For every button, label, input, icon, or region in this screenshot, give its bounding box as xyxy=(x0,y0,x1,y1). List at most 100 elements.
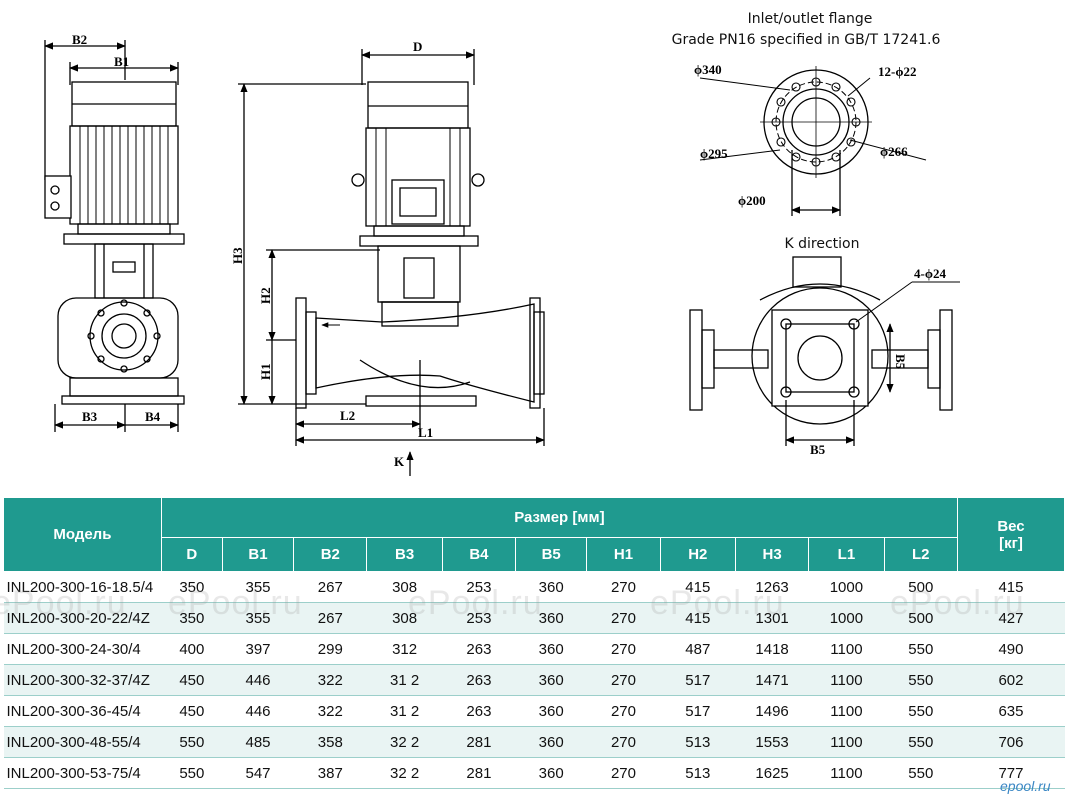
size-cell: 360 xyxy=(515,726,587,758)
size-cell: 253 xyxy=(442,602,516,634)
size-cell: 299 xyxy=(293,633,367,665)
size-cell: 308 xyxy=(366,571,443,603)
size-cell: 550 xyxy=(884,664,958,696)
size-cell: 1000 xyxy=(808,571,885,603)
size-cell: 360 xyxy=(515,633,587,665)
column-header: L2 xyxy=(883,537,958,572)
pump-technical-drawings: B2 B1 B3 B4 D H3 H2 H1 L2 L1 K Inlet/out… xyxy=(44,11,960,476)
dim-b5-label: B5 xyxy=(810,442,826,457)
size-cell: 1000 xyxy=(808,602,885,634)
weight-cell: 427 xyxy=(957,602,1065,634)
size-cell: 487 xyxy=(660,633,736,665)
size-cell: 32 2 xyxy=(366,757,443,789)
k-direction-view xyxy=(689,256,960,446)
column-header: B4 xyxy=(441,537,517,572)
size-cell: 360 xyxy=(515,664,587,696)
column-header: H3 xyxy=(734,537,810,572)
size-cell: 270 xyxy=(586,633,661,665)
size-cell: 550 xyxy=(884,633,958,665)
base-holes-label: 4-ϕ24 xyxy=(914,266,946,281)
size-cell: 358 xyxy=(293,726,367,758)
dim-b4-label: B4 xyxy=(145,409,161,424)
size-cell: 308 xyxy=(366,602,443,634)
pump-side-view xyxy=(44,40,185,432)
model-cell: INL200-300-48-55/4 xyxy=(3,726,162,758)
size-cell: 281 xyxy=(442,757,516,789)
size-cell: 360 xyxy=(515,695,587,727)
size-cell: 267 xyxy=(293,602,367,634)
size-cell: 355 xyxy=(222,571,294,603)
size-cell: 550 xyxy=(884,757,958,789)
size-cell: 1100 xyxy=(808,664,885,696)
size-cell: 360 xyxy=(515,757,587,789)
size-cell: 517 xyxy=(660,664,736,696)
size-cell: 350 xyxy=(161,602,223,634)
dim-b3-label: B3 xyxy=(82,409,98,424)
size-cell: 500 xyxy=(884,602,958,634)
weight-header: Вес [кг] xyxy=(956,497,1066,572)
k-direction-title: K direction xyxy=(785,236,860,252)
model-cell: INL200-300-16-18.5/4 xyxy=(3,571,162,603)
size-cell: 446 xyxy=(222,664,294,696)
dim-h2-label: H2 xyxy=(258,287,273,304)
size-cell: 267 xyxy=(293,571,367,603)
column-header: B2 xyxy=(293,537,368,572)
size-cell: 446 xyxy=(222,695,294,727)
model-cell: INL200-300-36-45/4 xyxy=(3,695,162,727)
size-cell: 1100 xyxy=(808,633,885,665)
size-cell: 387 xyxy=(293,757,367,789)
size-cell: 322 xyxy=(293,664,367,696)
size-cell: 400 xyxy=(161,633,223,665)
size-cell: 1471 xyxy=(735,664,809,696)
size-cell: 550 xyxy=(161,726,223,758)
size-cell: 550 xyxy=(884,695,958,727)
model-cell: INL200-300-24-30/4 xyxy=(3,633,162,665)
size-cell: 270 xyxy=(586,571,661,603)
dim-l1-label: L1 xyxy=(418,425,433,440)
dim-h1-label: H1 xyxy=(258,363,273,380)
flange-grade: Grade PN16 specified in GB/T 17241.6 xyxy=(672,32,941,48)
size-cell: 1301 xyxy=(735,602,809,634)
size-cell: 360 xyxy=(515,571,587,603)
size-cell: 450 xyxy=(161,664,223,696)
size-cell: 450 xyxy=(161,695,223,727)
weight-cell: 635 xyxy=(957,695,1065,727)
flange-d266-label: ϕ266 xyxy=(880,144,908,159)
dim-b2-label: B2 xyxy=(72,32,87,47)
model-cell: INL200-300-20-22/4Z xyxy=(3,602,162,634)
size-cell: 1100 xyxy=(808,757,885,789)
dim-h3-label: H3 xyxy=(230,247,245,264)
size-cell: 355 xyxy=(222,602,294,634)
model-header: Модель xyxy=(3,497,162,572)
size-header: Размер [мм] xyxy=(160,497,958,538)
size-cell: 270 xyxy=(586,757,661,789)
size-cell: 1100 xyxy=(808,726,885,758)
pump-front-view xyxy=(238,49,545,476)
size-cell: 32 2 xyxy=(366,726,443,758)
dim-l2-label: L2 xyxy=(340,408,355,423)
column-header: H2 xyxy=(659,537,736,572)
size-cell: 1625 xyxy=(735,757,809,789)
size-cell: 517 xyxy=(660,695,736,727)
size-cell: 253 xyxy=(442,571,516,603)
size-cell: 1263 xyxy=(735,571,809,603)
column-header: D xyxy=(160,537,223,572)
flange-holes-label: 12-ϕ22 xyxy=(878,64,916,79)
dim-d-label: D xyxy=(413,39,422,54)
size-cell: 263 xyxy=(442,633,516,665)
column-header: B3 xyxy=(366,537,443,572)
size-cell: 270 xyxy=(586,664,661,696)
weight-cell: 602 xyxy=(957,664,1065,696)
weight-cell: 490 xyxy=(957,633,1065,665)
column-header: H1 xyxy=(586,537,661,572)
column-header: L1 xyxy=(808,537,885,572)
